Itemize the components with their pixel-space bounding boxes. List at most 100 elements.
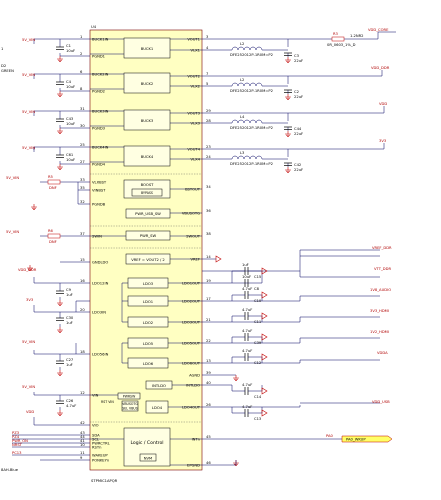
svg-text:LDO6OUT: LDO6OUT bbox=[182, 361, 201, 365]
rst-vin-label: RST VIN bbox=[101, 400, 114, 404]
svg-text:LDO4OUT: LDO4OUT bbox=[182, 405, 201, 409]
svg-text:22uF: 22uF bbox=[294, 59, 303, 63]
ldo6-label: LDO6 bbox=[143, 362, 154, 366]
svg-text:INTLDO: INTLDO bbox=[186, 383, 200, 387]
svg-text:SWOUT: SWOUT bbox=[186, 234, 201, 238]
ldo1-label: LDO1 bbox=[143, 300, 153, 304]
svg-text:C42: C42 bbox=[294, 163, 301, 167]
svg-text:C3: C3 bbox=[294, 54, 300, 58]
svg-text:C43: C43 bbox=[66, 117, 74, 121]
pmic-left-pins: 1BUCK1IN2PGND16BUCK2IN8PGND231BUCK3IN30P… bbox=[80, 35, 111, 462]
ldo5-label: LDO5 bbox=[143, 342, 154, 346]
svg-text:7: 7 bbox=[206, 72, 209, 76]
control-net: NRST bbox=[12, 443, 23, 447]
svg-text:27: 27 bbox=[80, 160, 85, 164]
rail-label: VDD_USB bbox=[372, 400, 390, 404]
svg-text:WAKEUP: WAKEUP bbox=[92, 453, 108, 457]
rail-label: 1V2_HDMI bbox=[370, 330, 389, 334]
pwrsw-label: PWRSW bbox=[123, 395, 136, 399]
svg-text:15: 15 bbox=[80, 258, 85, 262]
svg-text:42: 42 bbox=[80, 421, 85, 425]
bypass-label: BYPASS bbox=[141, 191, 153, 195]
svg-text:C61: C61 bbox=[66, 153, 73, 157]
pmic-ref: U4 bbox=[91, 25, 97, 29]
svg-text:DFE252012P-1R0M=P2: DFE252012P-1R0M=P2 bbox=[230, 53, 273, 57]
ldo-output-wiring bbox=[202, 249, 380, 413]
svg-text:BUCK2IN: BUCK2IN bbox=[92, 72, 109, 76]
sel-vbus-label: SEL VBUS bbox=[122, 407, 138, 411]
ground-symbol bbox=[261, 312, 268, 320]
svg-text:BUCK3IN: BUCK3IN bbox=[92, 109, 109, 113]
svg-text:23: 23 bbox=[206, 145, 211, 149]
svg-text:4.7uF: 4.7uF bbox=[242, 287, 252, 291]
svg-text:VLX3: VLX3 bbox=[191, 121, 201, 125]
svg-text:C9: C9 bbox=[66, 288, 72, 292]
ground-symbol bbox=[285, 167, 291, 173]
svg-text:GNDLDO: GNDLDO bbox=[92, 260, 108, 264]
buck1-label: BUCK1 bbox=[141, 47, 154, 51]
svg-text:VLXBST: VLXBST bbox=[92, 180, 107, 184]
svg-text:C8: C8 bbox=[254, 287, 260, 291]
svg-text:29: 29 bbox=[206, 109, 211, 113]
svg-text:SWIN: SWIN bbox=[92, 234, 102, 238]
svg-text:10uF: 10uF bbox=[66, 122, 75, 126]
ground-symbol bbox=[261, 387, 268, 395]
svg-text:13: 13 bbox=[206, 359, 211, 363]
svg-text:31: 31 bbox=[80, 107, 85, 111]
svg-text:4.7uF: 4.7uF bbox=[242, 405, 252, 409]
svg-text:4.7uF: 4.7uF bbox=[242, 349, 252, 353]
svg-text:C27: C27 bbox=[66, 358, 74, 362]
buck1-block bbox=[123, 37, 171, 59]
svg-text:PGND4: PGND4 bbox=[92, 162, 106, 166]
buck4-label: BUCK4 bbox=[141, 155, 154, 159]
svg-text:BSTOUT: BSTOUT bbox=[185, 187, 201, 191]
svg-text:C2: C2 bbox=[294, 90, 299, 94]
svg-text:2: 2 bbox=[80, 52, 82, 56]
svg-text:L2: L2 bbox=[240, 42, 244, 46]
svg-text:LDO5OUT: LDO5OUT bbox=[182, 341, 201, 345]
svg-text:22uF: 22uF bbox=[294, 168, 303, 172]
logic-control-label: Logic / Control bbox=[130, 440, 163, 446]
svg-text:C10: C10 bbox=[254, 299, 262, 303]
control-misc: 8AH-Blue bbox=[1, 468, 19, 472]
control-net: PZ4 bbox=[12, 435, 20, 439]
supply-label: 5V_VIN bbox=[22, 340, 35, 344]
svg-text:PWRCTRL: PWRCTRL bbox=[92, 441, 111, 445]
pwrsw-block bbox=[117, 392, 141, 400]
rail-label: 3V3_HDMI bbox=[370, 309, 389, 313]
svg-text:37: 37 bbox=[80, 232, 85, 236]
svg-text:PGND1: PGND1 bbox=[92, 54, 105, 58]
svg-text:SDA: SDA bbox=[92, 433, 100, 437]
svg-text:1: 1 bbox=[80, 35, 82, 39]
svg-text:LDO3OUT: LDO3OUT bbox=[182, 320, 201, 324]
svg-text:BUCK4IN: BUCK4IN bbox=[92, 145, 109, 149]
svg-text:19: 19 bbox=[206, 279, 211, 283]
svg-text:VLX1: VLX1 bbox=[191, 48, 200, 52]
vbusotg-switch-block bbox=[121, 400, 139, 412]
svg-text:EPGND: EPGND bbox=[187, 463, 200, 467]
ground-symbol bbox=[285, 94, 291, 100]
ldo2-label: LDO2 bbox=[143, 321, 153, 325]
